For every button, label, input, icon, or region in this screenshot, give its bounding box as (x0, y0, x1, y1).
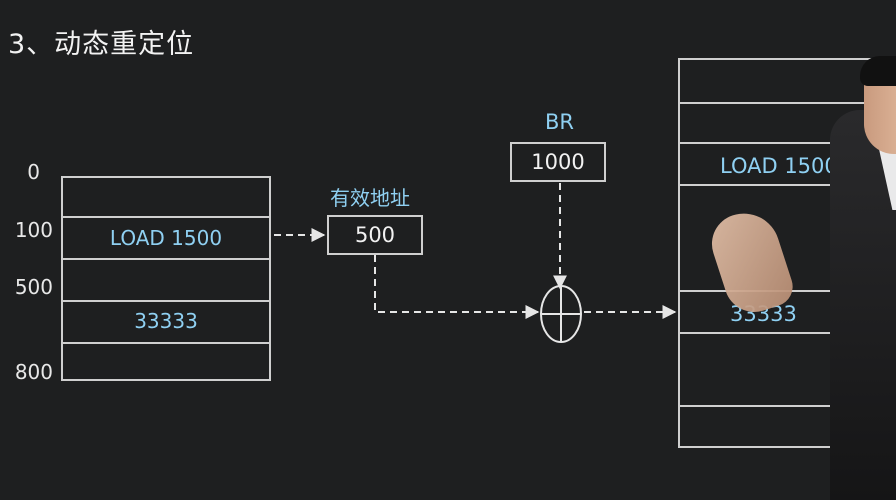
adder-symbol (541, 286, 581, 342)
arrow-to-adder (375, 255, 538, 312)
presenter-hair (860, 56, 896, 86)
relocated-instruction-cell: LOAD 1500 (720, 154, 838, 178)
